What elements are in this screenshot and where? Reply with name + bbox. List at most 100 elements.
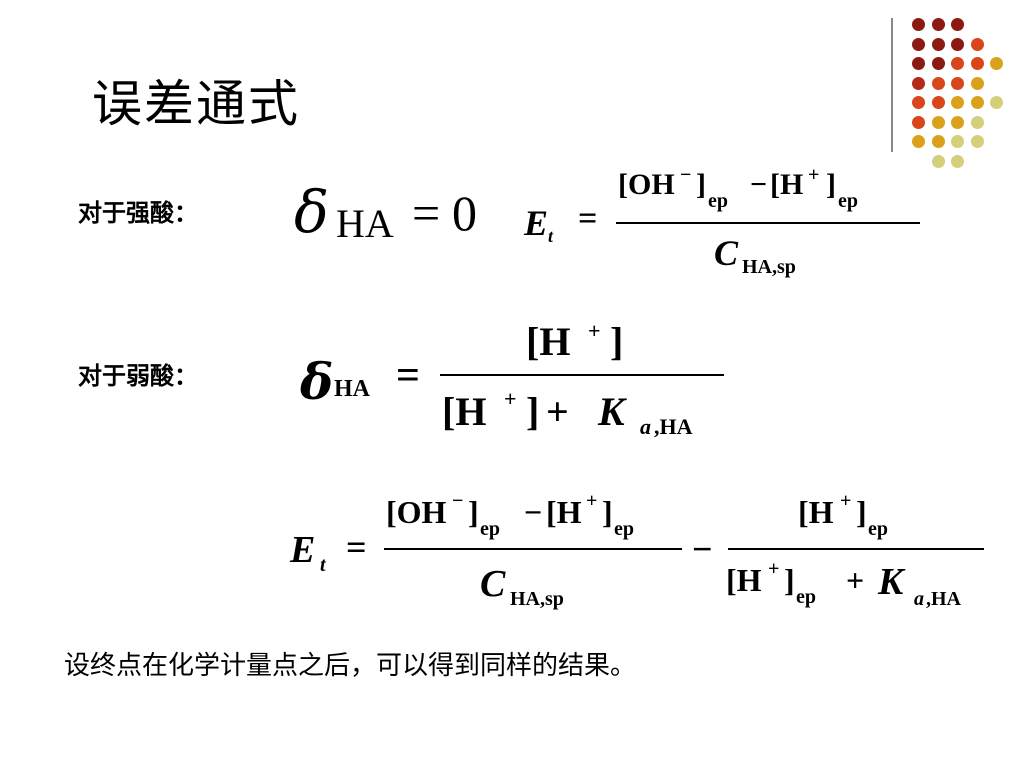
decorative-dot [912,37,925,51]
equals-weak: = [396,353,420,399]
decorative-dot [931,57,945,70]
gen-f1-C-sub: HA,sp [510,588,564,610]
gen-f2-K-sub-a: a [914,588,924,610]
weak-den-K-sub-a: a [640,414,651,439]
gen-E-sub: t [320,554,326,576]
decorative-dot [951,115,964,129]
gen-fraction-bar-1 [384,548,682,550]
gen-f2-h-close: ] [856,494,867,530]
decorative-dot [951,57,964,70]
slide-title: 误差通式 [92,75,300,133]
gen-f2-dh-sub: ep [796,586,816,608]
label-strong-acid: 对于强酸： [78,199,198,227]
delta-subscript: HA [336,201,394,246]
weak-num-h-close: ] [610,319,624,364]
gen-f1-h-sub: ep [614,518,634,540]
num-h-sub: ep [838,190,858,212]
decorative-dot [951,37,964,51]
decorative-dot [912,96,925,109]
decorative-dot [990,57,1003,70]
num-minus: − [750,168,768,201]
num-oh-sup: − [680,164,692,186]
gen-f2-K: K [878,561,904,603]
decorative-dot [970,57,984,70]
num-oh-sub: ep [708,190,728,212]
decorative-dot [912,18,925,31]
gen-f1-h-sup: + [586,490,598,512]
conclusion-text: 设终点在化学计量点之后，可以得到同样的结果。 [64,651,637,681]
den-C-sub: HA,sp [742,256,796,278]
delta-symbol-weak: δ [300,352,334,411]
decorative-dot [990,96,1003,109]
gen-f1-oh-sub: ep [480,518,500,540]
gen-fraction-bar-2 [728,548,984,550]
fraction-bar-weak [440,374,724,376]
gen-middle-minus: − [692,529,713,569]
decorative-dot [912,115,925,129]
decorative-dot [931,135,945,148]
gen-f1-h-close: ] [602,494,613,530]
decorative-dot [912,135,925,148]
decorative-dot [970,115,984,129]
gen-f1-C: C [480,563,506,605]
weak-den-K-sub-rest: ,HA [654,414,693,439]
num-oh-close: ] [696,168,706,201]
decorative-dot [951,18,964,31]
formula-et-strong: E t = [OH − ] ep − [H + ] ep C HA,sp [524,164,924,289]
gen-f1-oh-close: ] [468,494,479,530]
decorative-dot [931,18,945,31]
weak-den-h-close: ] [526,389,540,434]
decorative-dot [931,96,945,109]
decorative-dot [951,135,964,148]
et-equals: = [578,200,598,237]
weak-den-h-sup: + [504,386,517,411]
delta-symbol: δ [294,178,329,246]
weak-num-h-open: [H [526,319,571,364]
decorative-dot [970,37,984,51]
num-h-sup: + [808,164,820,186]
gen-f2-K-sub-rest: ,HA [926,588,961,610]
decorative-dot [970,96,984,109]
formula-weak-delta: δ HA = [H + ] [H + ] + K a ,HA [300,318,740,448]
weak-den-K: K [598,389,625,434]
decorative-dot [951,96,964,109]
gen-f1-oh-open: [OH [386,494,447,530]
gen-equals: = [346,527,367,567]
decorative-dot [951,154,964,168]
decorative-dot [912,57,925,70]
formula-et-general: E t = [OH − ] ep − [H + ] ep C HA,sp − [… [290,490,990,620]
gen-E: E [290,529,316,571]
fraction-bar [616,222,920,224]
decorative-dot [912,76,925,90]
decorative-dot [931,76,945,90]
gen-f2-dh-open: [H [726,562,762,598]
decorative-dot [970,135,984,148]
label-weak-acid: 对于弱酸： [78,362,198,390]
gen-f2-h-sub: ep [868,518,888,540]
den-C: C [714,233,739,273]
gen-f1-h-open: [H [546,494,582,530]
decorative-dot [931,37,945,51]
equals-sign: = [412,185,441,241]
delta-subscript-weak: HA [334,376,370,402]
weak-num-h-sup: + [588,318,601,343]
weak-den-h-open: [H [442,389,487,434]
decorative-dot [931,154,945,168]
decorative-dot [951,76,964,90]
divider-line [891,18,893,152]
formula-strong-delta: δ HA = 0 [294,178,494,258]
gen-f2-plus: + [846,562,865,598]
value-zero: 0 [452,185,477,241]
num-oh-open: [OH [618,168,675,201]
gen-f2-h-open: [H [798,494,834,530]
decorative-dot [931,115,945,129]
et-subscript-t: t [548,226,554,246]
num-h-close: ] [826,168,836,201]
gen-f2-h-sup: + [840,490,852,512]
weak-den-plus: + [546,389,569,434]
num-h-open: [H [770,168,804,201]
et-E: E [524,203,549,243]
gen-f1-oh-sup: − [452,490,464,512]
decorative-dot [970,76,984,90]
gen-f2-dh-sup: + [768,558,780,580]
